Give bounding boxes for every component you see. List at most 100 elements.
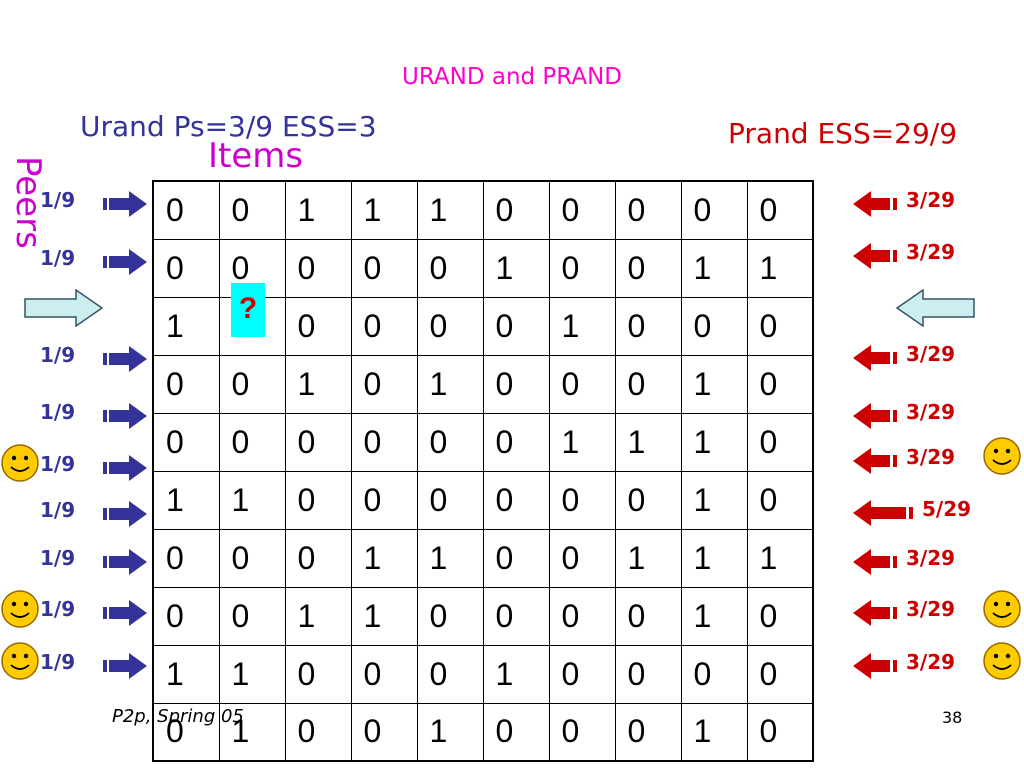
- grid-cell: 0: [548, 586, 616, 646]
- grid-cell: 1: [746, 528, 814, 588]
- grid-cell: 0: [350, 296, 418, 356]
- grid-cell: 1: [350, 180, 418, 240]
- left-arrow-icon: [853, 600, 897, 626]
- grid-cell: 0: [152, 702, 220, 762]
- grid-cell: 0: [614, 180, 682, 240]
- grid-cell: 1: [416, 354, 484, 414]
- grid-cell: 0: [548, 644, 616, 704]
- footer-course: P2p, Spring 05: [112, 706, 244, 727]
- grid-cell: 0: [416, 412, 484, 472]
- grid-cell: 0: [680, 180, 748, 240]
- grid-cell: 0: [284, 238, 352, 298]
- grid-cell: 1: [218, 702, 286, 762]
- prand-title: Prand ESS=29/9: [728, 117, 958, 150]
- grid-cell: 0: [416, 586, 484, 646]
- grid-cell: 0: [284, 528, 352, 588]
- grid-cell: 0: [482, 702, 550, 762]
- left-arrow-icon: [853, 243, 897, 269]
- grid-cell: 0: [218, 354, 286, 414]
- right-arrow-icon: [103, 600, 147, 626]
- grid-cell: 0: [152, 180, 220, 240]
- grid-cell: 0: [548, 528, 616, 588]
- grid-cell: 1: [680, 586, 748, 646]
- grid-cell: 0: [482, 296, 550, 356]
- grid-cell: 0: [152, 586, 220, 646]
- right-arrow-icon: [103, 455, 147, 481]
- left-probability-label: 1/9: [40, 650, 76, 674]
- grid-cell: 0: [482, 180, 550, 240]
- grid-cell: 0: [482, 528, 550, 588]
- right-probability-label: 3/29: [906, 188, 956, 212]
- grid-cell: 0: [416, 238, 484, 298]
- grid-cell: 1: [218, 470, 286, 530]
- left-arrow-icon: [853, 191, 897, 217]
- smiley-icon: [1, 642, 39, 680]
- left-arrow-icon: [853, 549, 897, 575]
- smiley-icon: [983, 590, 1021, 628]
- left-arrow-icon: [853, 500, 913, 526]
- left-probability-label: 1/9: [40, 343, 76, 367]
- grid-cell: 1: [284, 354, 352, 414]
- grid-cell: 0: [218, 586, 286, 646]
- left-probability-label: 1/9: [40, 400, 76, 424]
- grid-cell: 1: [416, 702, 484, 762]
- grid-cell: 0: [482, 354, 550, 414]
- grid-cell: 0: [416, 470, 484, 530]
- grid-cell: 1: [284, 180, 352, 240]
- right-probability-label: 3/29: [906, 597, 956, 621]
- grid-cell: 0: [218, 412, 286, 472]
- grid-cell: 0: [152, 412, 220, 472]
- grid-cell: 1: [680, 238, 748, 298]
- grid-cell: 0: [416, 296, 484, 356]
- grid-cell: 0: [350, 412, 418, 472]
- grid-cell: 0: [680, 644, 748, 704]
- grid-cell: 0: [482, 412, 550, 472]
- grid-cell: 0: [350, 470, 418, 530]
- grid-cell: 1: [680, 702, 748, 762]
- grid-cell: 0: [614, 238, 682, 298]
- grid-cell: 0: [548, 238, 616, 298]
- left-arrow-icon: [853, 448, 897, 474]
- right-probability-label: 3/29: [906, 342, 956, 366]
- grid-cell: 0: [152, 238, 220, 298]
- left-arrow-icon: [853, 653, 897, 679]
- grid-cell: 0: [746, 180, 814, 240]
- grid-cell: 0: [548, 470, 616, 530]
- right-arrow-icon: [103, 346, 147, 372]
- smiley-icon: [983, 437, 1021, 475]
- grid-cell: 0: [746, 354, 814, 414]
- grid-cell: 1: [680, 412, 748, 472]
- grid-cell: 0: [746, 702, 814, 762]
- urand-title: Urand Ps=3/9 ESS=3: [80, 110, 377, 143]
- grid-cell: 0: [152, 354, 220, 414]
- grid-cell: 0: [548, 180, 616, 240]
- grid-cell: 0: [548, 354, 616, 414]
- grid-cell: 1: [746, 238, 814, 298]
- grid-cell: 0: [416, 644, 484, 704]
- grid-cell: 0: [614, 470, 682, 530]
- grid-cell: 1: [152, 644, 220, 704]
- right-arrow-icon: [103, 549, 147, 575]
- right-probability-label: 3/29: [906, 650, 956, 674]
- left-probability-label: 1/9: [40, 188, 76, 212]
- grid-cell: 0: [218, 180, 286, 240]
- grid-cell: 0: [746, 470, 814, 530]
- grid-cell: 0: [284, 412, 352, 472]
- grid-cell: 0: [284, 296, 352, 356]
- grid-cell: 0: [350, 644, 418, 704]
- grid-cell: 1: [350, 586, 418, 646]
- right-arrow-icon: [103, 191, 147, 217]
- grid-cell: 1: [284, 586, 352, 646]
- grid-cell: 0: [350, 702, 418, 762]
- grid-cell: 0: [746, 412, 814, 472]
- right-probability-label: 3/29: [906, 445, 956, 469]
